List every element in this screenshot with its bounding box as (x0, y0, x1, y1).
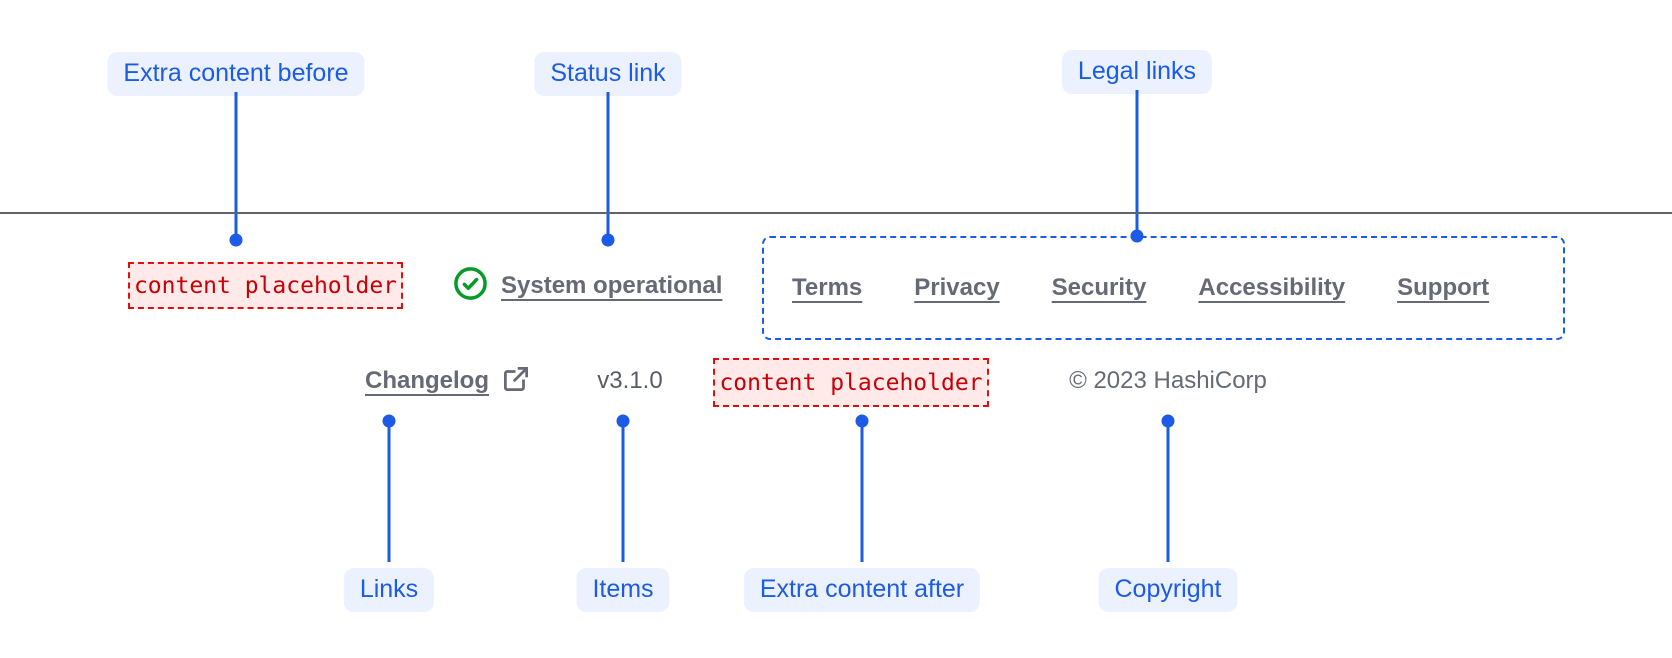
connector-dot (1161, 414, 1175, 428)
connector-line (621, 427, 625, 562)
changelog-link[interactable]: Changelog (365, 356, 531, 406)
annotation-links: Links (343, 568, 435, 612)
copyright-text: © 2023 HashiCorp (1069, 367, 1267, 394)
annotation-legal-links: Legal links (1061, 50, 1213, 94)
annotation-extra-content-before: Extra content before (107, 52, 365, 96)
annotation-status-link: Status link (534, 52, 682, 96)
legal-link-privacy[interactable]: Privacy (914, 274, 1000, 301)
legal-link-support[interactable]: Support (1397, 274, 1490, 301)
connector-dot (601, 233, 615, 247)
external-link-icon (501, 364, 531, 399)
connector-dot (616, 414, 630, 428)
legal-link-security[interactable]: Security (1051, 274, 1147, 301)
connector-dot (855, 414, 869, 428)
annotation-copyright: Copyright (1098, 568, 1238, 612)
status-link-label[interactable]: System operational (501, 271, 723, 299)
annotation-extra-content-after: Extra content after (743, 568, 981, 612)
connector-line (1166, 427, 1170, 562)
legal-link-accessibility[interactable]: Accessibility (1198, 274, 1346, 301)
legal-links-group: Terms Privacy Security Accessibility Sup… (762, 236, 1565, 340)
connector-line (234, 92, 238, 234)
check-circle-icon (453, 266, 488, 306)
connector-dot (229, 233, 243, 247)
extra-content-after-placeholder: content placeholder (713, 358, 989, 407)
connector-line (387, 427, 391, 562)
connector-line (860, 427, 864, 562)
connector-line (606, 92, 610, 234)
legal-link-terms[interactable]: Terms (792, 274, 863, 301)
version-text: v3.1.0 (597, 367, 663, 394)
footer-divider (0, 212, 1672, 214)
status-link[interactable]: System operational (453, 262, 722, 309)
changelog-link-label[interactable]: Changelog (365, 367, 489, 394)
annotation-items: Items (576, 568, 670, 612)
extra-content-before-placeholder: content placeholder (128, 262, 403, 309)
connector-line (1135, 90, 1139, 230)
connector-dot (382, 414, 396, 428)
